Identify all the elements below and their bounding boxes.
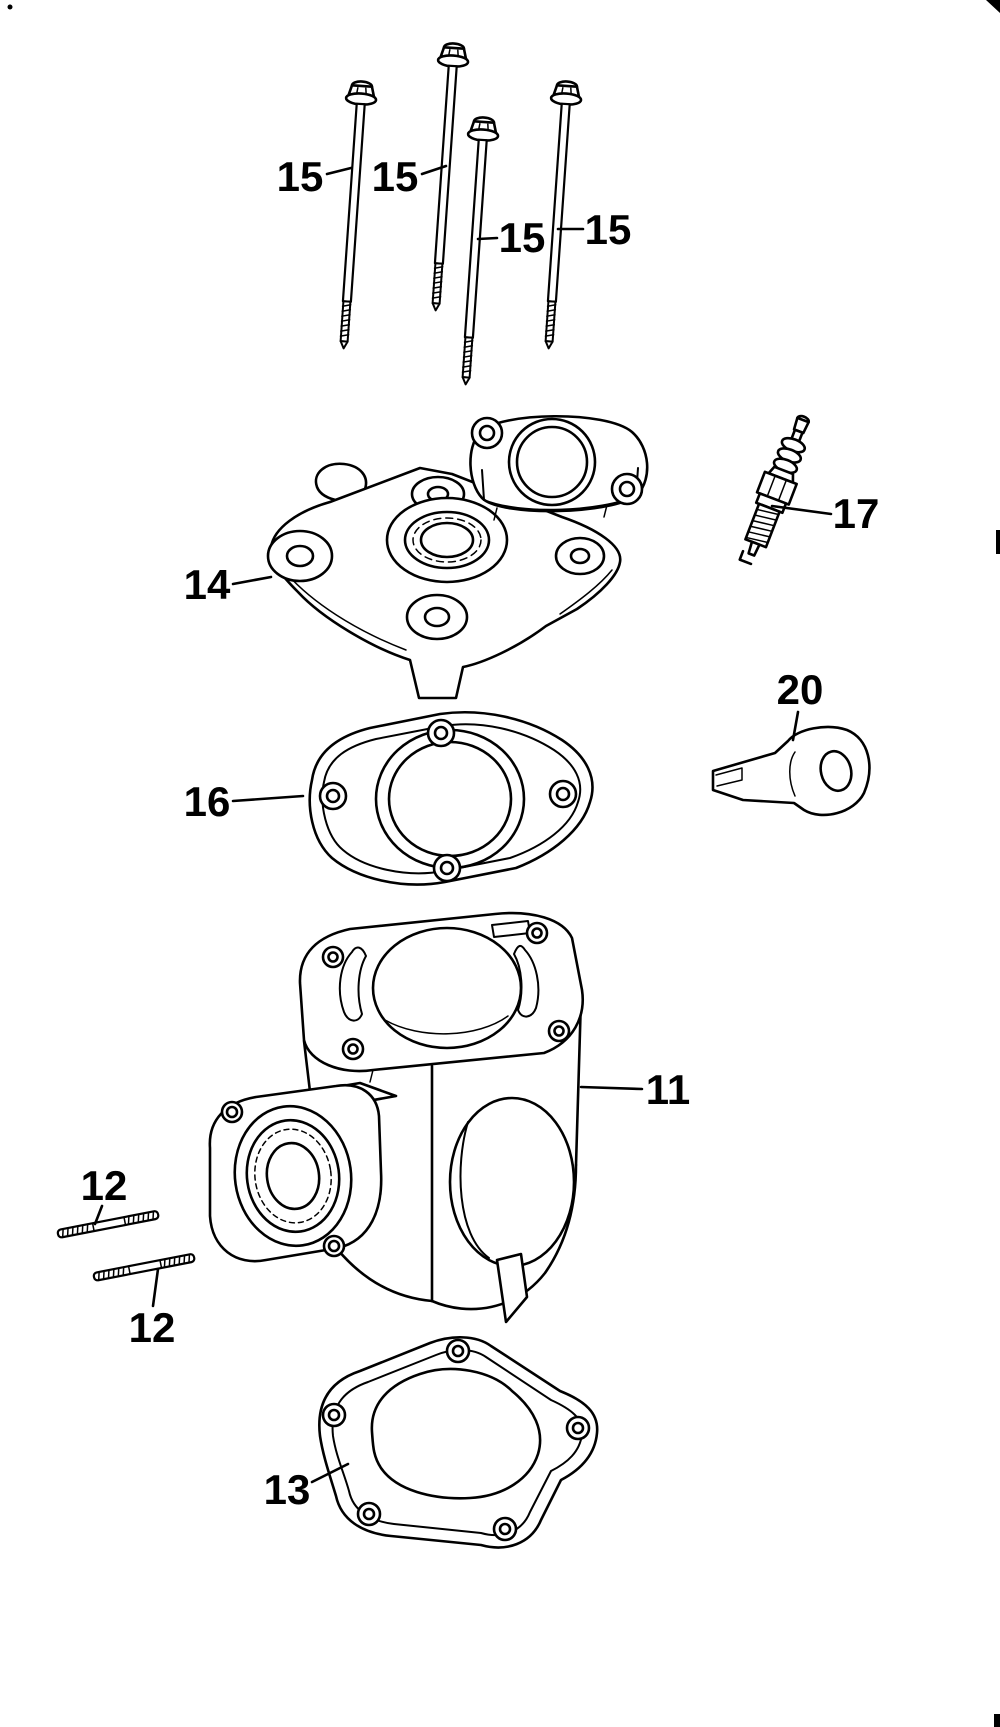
leader-13	[310, 1462, 350, 1484]
cylinder-head-bolt-3	[449, 115, 501, 387]
callout-labels: 15 15 15 15 14 17 20 16 11 12 12 13	[81, 153, 880, 1513]
leader-17	[770, 504, 833, 516]
stud-1	[55, 1209, 161, 1240]
callout-base-gasket: 13	[264, 1466, 311, 1513]
head-gasket	[308, 711, 594, 886]
callout-stud-1: 12	[81, 1162, 128, 1209]
leader-16	[231, 794, 305, 803]
cylinder-head	[266, 414, 649, 700]
cylinder-head-bolt-2	[419, 41, 471, 313]
callout-bracket: 20	[777, 666, 824, 713]
callout-bolt-3: 15	[499, 214, 546, 261]
bracket	[711, 725, 871, 817]
callout-stud-2: 12	[129, 1304, 176, 1351]
callout-head-gasket: 16	[184, 778, 231, 825]
leader-12-1	[93, 1204, 104, 1226]
leader-lines	[93, 164, 833, 1484]
leader-15-2	[420, 164, 448, 176]
callout-cylinder-head: 14	[184, 561, 231, 608]
callout-bolt-4: 15	[585, 206, 632, 253]
callout-bolt-2: 15	[372, 153, 419, 200]
leader-12-2	[151, 1267, 160, 1308]
cylinder-head-bolt-1	[327, 79, 379, 351]
callout-spark-plug: 17	[833, 490, 880, 537]
leader-20	[791, 710, 800, 742]
cylinder-block	[208, 911, 584, 1324]
callout-bolt-1: 15	[277, 153, 324, 200]
spark-plug	[738, 414, 811, 566]
leader-14	[231, 575, 273, 586]
base-gasket	[318, 1336, 599, 1549]
scan-artifacts	[7, 0, 1000, 1727]
stud-2	[91, 1252, 197, 1283]
leader-15-1	[325, 166, 353, 176]
callout-cylinder: 11	[646, 1066, 690, 1113]
leader-11	[579, 1085, 644, 1091]
leader-15-3	[476, 236, 499, 241]
